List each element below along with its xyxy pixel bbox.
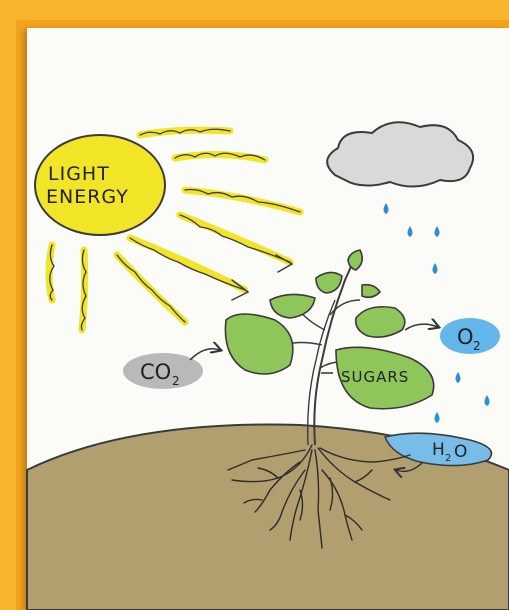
energy-label: ENERGY <box>46 186 129 208</box>
light-label: LIGHT <box>48 163 110 185</box>
raindrop-icon <box>432 263 438 274</box>
cloud-icon <box>326 121 474 188</box>
o2-arrow <box>404 324 438 331</box>
leaf <box>269 293 316 319</box>
o2-bubble <box>440 318 500 354</box>
water-sub-label: 2 <box>445 453 451 464</box>
co2-bubble <box>123 353 203 389</box>
water-o-label: O <box>454 442 467 462</box>
leaf <box>361 283 382 299</box>
sugars-label: SUGARS <box>341 368 409 386</box>
rain-drops <box>383 203 490 423</box>
o2-sub-label: 2 <box>473 339 481 353</box>
roots-icon <box>227 444 411 549</box>
o2-label: O <box>457 325 474 349</box>
leaf <box>315 271 343 294</box>
plant-icon <box>224 249 435 446</box>
leaf <box>354 305 406 338</box>
raindrop-icon <box>484 395 490 406</box>
leaf <box>347 249 364 271</box>
co2-label: CO <box>140 360 171 384</box>
raindrop-icon <box>383 203 389 214</box>
sun-rays <box>45 126 304 334</box>
co2-sub-label: 2 <box>172 374 180 388</box>
raindrop-icon <box>407 226 413 237</box>
raindrop-icon <box>434 226 440 237</box>
water-h-label: H <box>432 440 445 460</box>
raindrop-icon <box>434 412 440 423</box>
leaf <box>224 313 294 375</box>
water-puddle <box>383 432 493 467</box>
water-to-roots-arrow <box>396 461 424 471</box>
sun-icon <box>34 134 166 236</box>
raindrop-icon <box>455 372 461 383</box>
co2-arrow <box>189 349 220 361</box>
leaf <box>335 346 435 410</box>
